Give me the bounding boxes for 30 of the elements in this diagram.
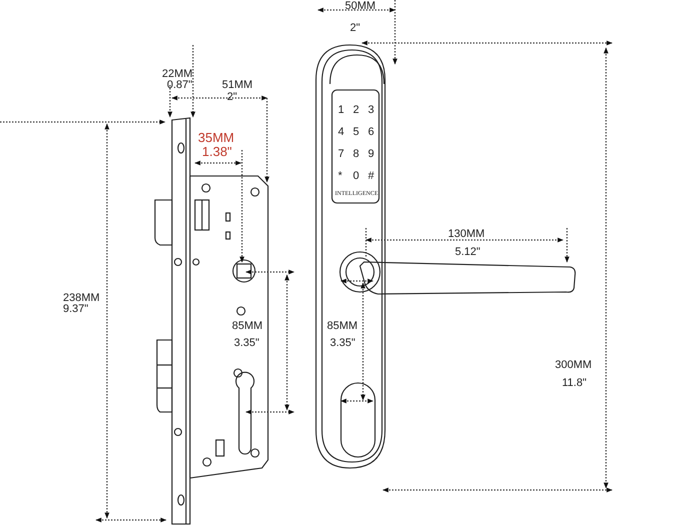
dimension-label: 9.37" — [63, 303, 88, 315]
keypad-key-label: 1 — [338, 104, 344, 116]
dimension-label: 300MM — [555, 359, 592, 371]
keypad-key-label: 8 — [353, 148, 360, 160]
keypad-key-label: 5 — [353, 126, 360, 138]
keypad-key-label: 0 — [353, 170, 360, 182]
dimension-label: 22MM — [162, 68, 193, 80]
keypad-key-label: 2 — [353, 104, 360, 116]
keypad-key-label: 7 — [338, 148, 344, 160]
keypad-key-label: # — [368, 170, 374, 182]
keypad-key-label: 9 — [368, 148, 374, 160]
dimension-label: 11.8" — [562, 377, 586, 389]
dimension-label: 35MM — [198, 131, 234, 145]
keypad-key-label: 4 — [338, 126, 344, 138]
dimension-label: 50MM — [345, 0, 376, 12]
dimension-label: 238MM — [63, 292, 100, 304]
dimension-label: 3.35" — [330, 337, 356, 349]
dimension-label: 5.12" — [455, 246, 480, 258]
dimension-label: 0.87" — [167, 79, 192, 91]
keypad-key-label: 3 — [368, 104, 374, 116]
dimension-label: 2" — [227, 91, 238, 103]
dimension-label: 51MM — [222, 79, 253, 91]
dimension-label: 1.38" — [202, 145, 232, 159]
dimension-label: 2" — [350, 22, 360, 34]
dimension-label: 3.35" — [234, 337, 260, 349]
keypad-key-label: * — [338, 170, 342, 182]
dimension-label: 85MM — [232, 320, 263, 332]
dimension-label: 130MM — [448, 228, 485, 240]
keypad-key-label: 6 — [368, 126, 374, 138]
dimension-label: 85MM — [327, 320, 358, 332]
